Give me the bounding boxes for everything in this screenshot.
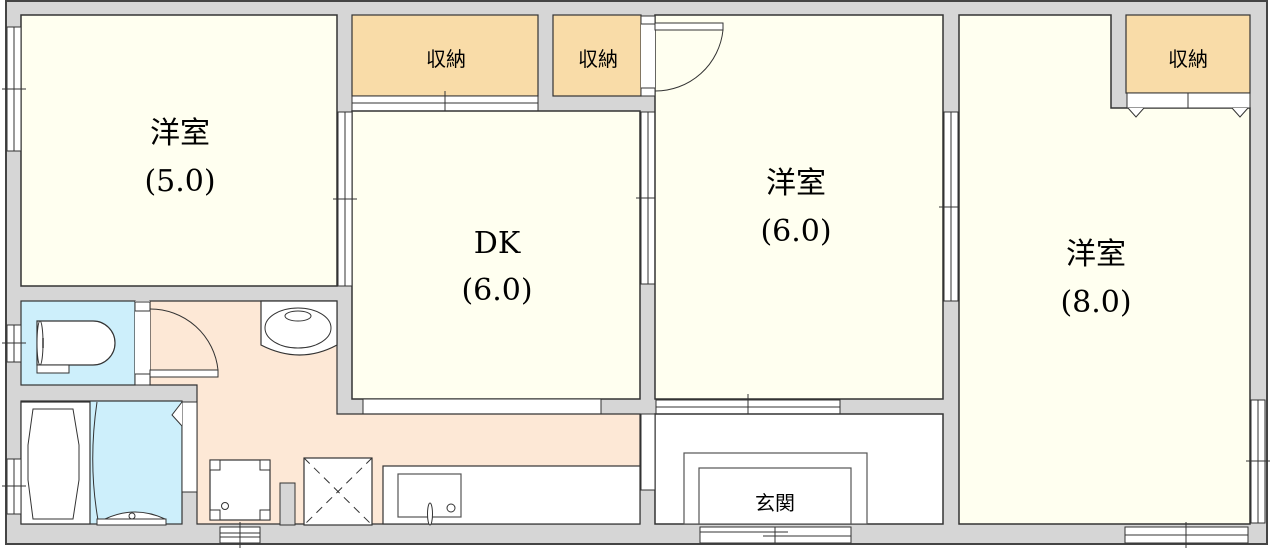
entrance-label: 玄関	[755, 491, 795, 515]
room-name-western-5: 洋室	[150, 116, 210, 151]
room-name-dk: DK	[474, 226, 521, 261]
window-icon	[1124, 522, 1249, 548]
closet-door-icon	[1126, 92, 1251, 118]
room-name-western-8: 洋室	[1066, 237, 1126, 272]
kitchen-counter-icon	[382, 465, 641, 526]
bath-door-icon	[171, 401, 198, 493]
window-icon	[2, 324, 26, 363]
sliding-door-icon	[655, 394, 841, 420]
window-icon	[333, 111, 357, 287]
door-icon	[134, 301, 219, 386]
window-icon	[219, 522, 261, 548]
storage-label-2: 収納	[578, 47, 618, 71]
storage-3	[1125, 14, 1251, 94]
storage-2	[552, 14, 642, 97]
wall-stub	[279, 482, 296, 526]
shower-icon	[92, 401, 167, 526]
door-icon	[640, 15, 724, 97]
window-icon	[939, 111, 963, 302]
room-name-western-6: 洋室	[766, 166, 826, 201]
opening	[362, 398, 602, 415]
opening	[640, 413, 656, 491]
washbasin-icon	[260, 300, 338, 356]
room-western-5	[20, 14, 338, 287]
refrigerator-icon	[303, 457, 373, 526]
storage-1	[351, 14, 539, 97]
entrance-floor	[698, 467, 852, 525]
bathtub-icon	[20, 401, 91, 525]
storage-label-3: 収納	[1168, 47, 1208, 71]
window-icon	[2, 26, 26, 152]
room-size-western-8: (8.0)	[1060, 285, 1131, 320]
entrance-door-icon	[699, 526, 852, 544]
room-size-dk: (6.0)	[461, 273, 532, 308]
window-icon	[1246, 399, 1270, 524]
washing-machine-icon	[209, 459, 271, 521]
room-size-western-6: (6.0)	[760, 214, 831, 249]
room-western-6	[654, 14, 944, 400]
room-size-western-5: (5.0)	[144, 164, 215, 199]
window-icon	[2, 458, 26, 515]
toilet-icon	[36, 320, 116, 374]
storage-label-1: 収納	[426, 47, 466, 71]
